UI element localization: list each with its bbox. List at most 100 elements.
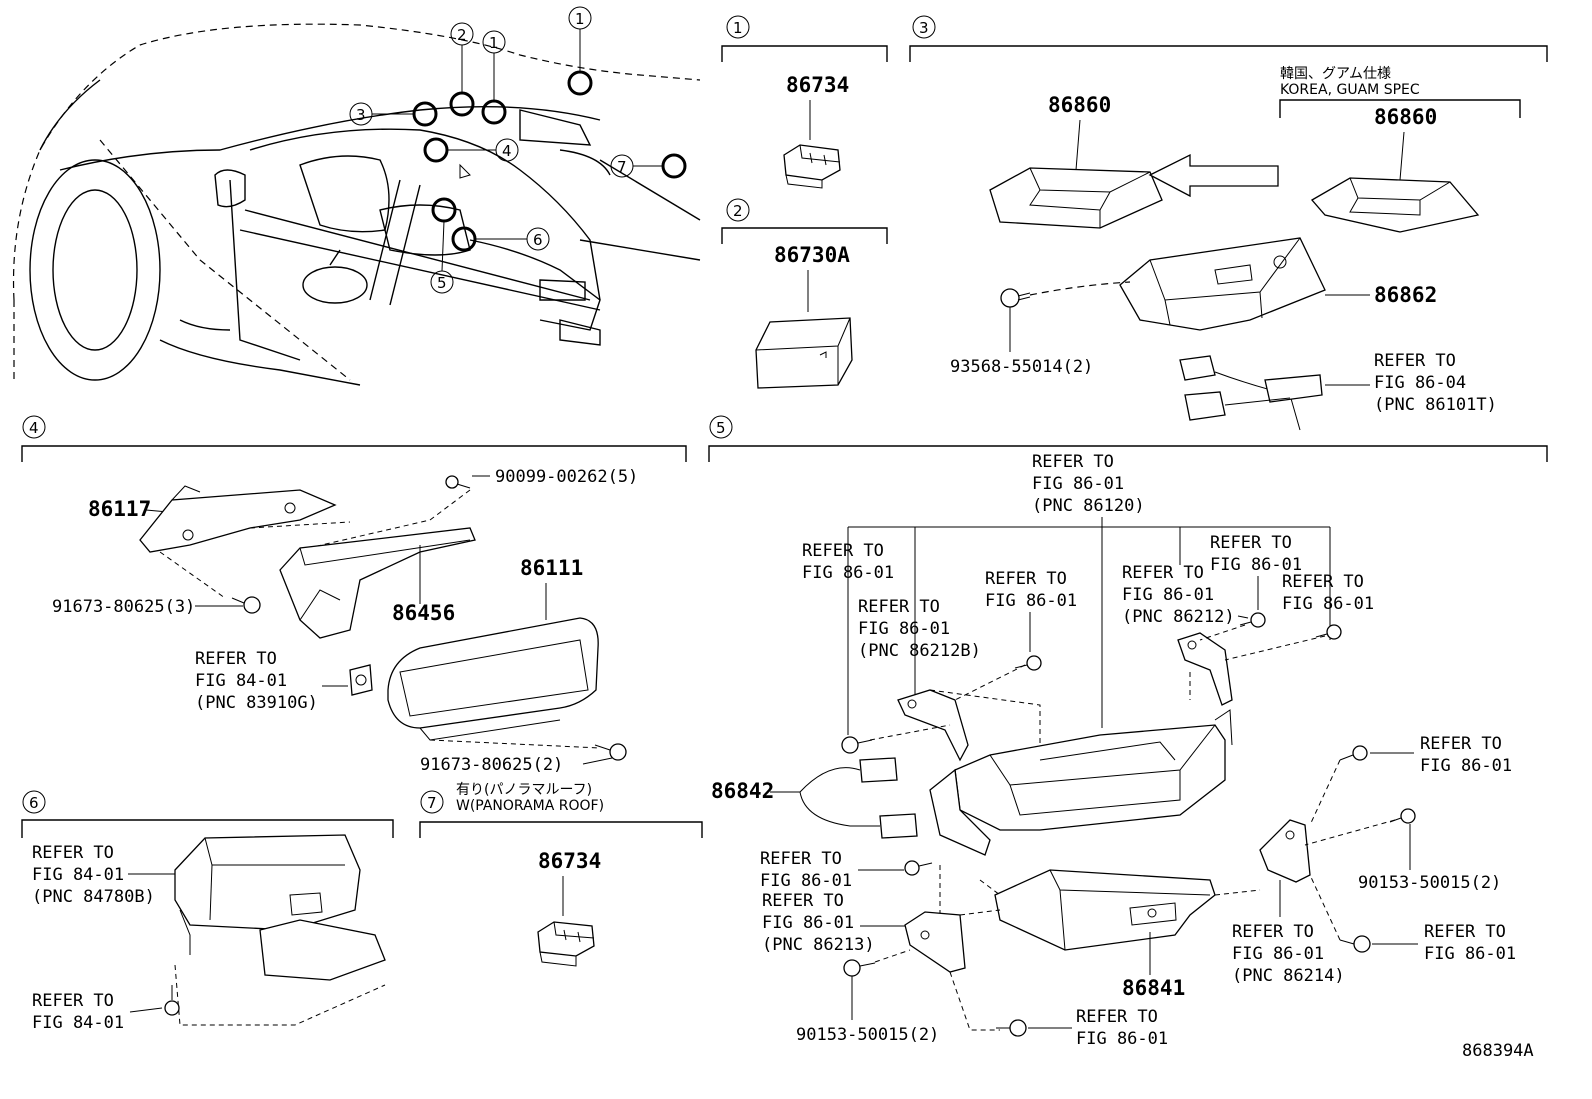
direction-arrow [1148, 153, 1279, 198]
bolt-icon [1339, 745, 1368, 761]
module-part-86860-b [1310, 177, 1480, 233]
switch-part-86734-b [537, 921, 595, 967]
section-3: 3 韓国、グアム仕様 KOREA, GUAM SPEC 86860 86860 [909, 15, 1548, 431]
ref-line: FIG 86-01 [1424, 944, 1516, 964]
bolt-icon [1014, 655, 1042, 671]
section-6: 6 REFER TO FIG 84-01 (PNC 84780B) REFER … [21, 790, 394, 1033]
ref-line: (PNC 86213) [762, 935, 875, 955]
ref-line: REFER TO [858, 597, 940, 617]
bolt-number-93568-55014: 93568-55014(2) [950, 357, 1093, 377]
meter-part-86111 [387, 617, 599, 741]
section-number: 2 [733, 202, 743, 220]
section-number: 1 [733, 19, 743, 37]
callout-number: 5 [437, 274, 447, 292]
vehicle-overview-illustration [12, 23, 701, 386]
part-number-86842: 86842 [711, 779, 774, 803]
ref-line: REFER TO [1374, 351, 1456, 371]
bracket-part-86862 [1119, 237, 1326, 331]
bolt-number-91673-80625-a: 91673-80625(3) [52, 597, 195, 617]
callout-number: 6 [533, 231, 543, 249]
bolt-icon [1339, 935, 1371, 953]
part-number-86111: 86111 [520, 556, 583, 580]
bracket-right-lower [1259, 819, 1311, 883]
bolt-icon [1315, 624, 1342, 640]
figure-id: 868394A [1462, 1041, 1534, 1061]
ref-line: FIG 86-01 [858, 619, 950, 639]
ref-line: REFER TO [195, 649, 277, 669]
ref-line: FIG 86-01 [1232, 944, 1324, 964]
bolt-number-90153-50015-a: 90153-50015(2) [796, 1025, 939, 1045]
ref-line: REFER TO [1282, 572, 1364, 592]
bracket-right-upper [1177, 632, 1233, 706]
ref-line: (PNC 83910G) [195, 693, 318, 713]
callout-number: 1 [575, 10, 585, 28]
section-number: 5 [716, 419, 726, 437]
ref-line: REFER TO [32, 843, 114, 863]
ref-line: (PNC 86101T) [1374, 395, 1497, 415]
ref-line: FIG 84-01 [195, 671, 287, 691]
switch-part-86734 [783, 144, 841, 189]
ref-line: FIG 86-01 [1420, 756, 1512, 776]
ref-line: REFER TO [802, 541, 884, 561]
section-7: 7 有り(パノラマルーフ) W(PANORAMA ROOF) 86734 [419, 782, 703, 967]
bolt-icon [164, 985, 180, 1016]
relay-part-86730A [755, 317, 853, 389]
ref-line: REFER TO [985, 569, 1067, 589]
ref-line: FIG 86-01 [802, 563, 894, 583]
bracket-left-upper [897, 689, 969, 762]
part-number-86841: 86841 [1122, 976, 1185, 1000]
ref-line: REFER TO [760, 849, 842, 869]
ref-line: FIG 86-01 [762, 913, 854, 933]
spec-label-jp: 韓国、グアム仕様 [1280, 66, 1391, 82]
bolt-icon [1239, 612, 1266, 628]
section-1: 1 86734 [721, 15, 888, 189]
ref-line: REFER TO [1424, 922, 1506, 942]
section-5: 5 REFER TO FIG 86-01 (PNC 86120) REFER T… [708, 415, 1548, 1049]
ref-line: FIG 86-01 [1076, 1029, 1168, 1049]
ref-line: REFER TO [1232, 922, 1314, 942]
ref-line: (PNC 86212) [1122, 607, 1235, 627]
ref-line: FIG 86-01 [1032, 474, 1124, 494]
part-number-86117: 86117 [88, 497, 151, 521]
section-number: 6 [29, 794, 39, 812]
ref-line: FIG 86-01 [1210, 555, 1302, 575]
ref-line: REFER TO [1032, 452, 1114, 472]
bolt-icon [843, 959, 876, 977]
part-number-86860-b: 86860 [1374, 105, 1437, 129]
bolt-icon [996, 1019, 1027, 1037]
ref-line: REFER TO [32, 991, 114, 1011]
bolt-icon [841, 736, 873, 754]
ref-line: FIG 86-01 [760, 871, 852, 891]
callout-number: 1 [489, 34, 499, 52]
main-tray-illustration [929, 709, 1233, 856]
part-number-86734: 86734 [786, 73, 849, 97]
ref-line: (PNC 86212B) [858, 641, 981, 661]
section-2: 2 86730A [721, 198, 888, 389]
section-number: 7 [427, 794, 437, 812]
section-number: 3 [919, 19, 929, 37]
spec-label-jp: 有り(パノラマルーフ) [456, 782, 592, 798]
ref-line: FIG 86-01 [985, 591, 1077, 611]
callout-number: 3 [356, 106, 366, 124]
bracket-part-86117 [139, 485, 337, 553]
harness-part-86842 [799, 757, 918, 839]
part-number-86456: 86456 [392, 601, 455, 625]
ref-line: (PNC 86120) [1032, 496, 1145, 516]
bolt-icon [1389, 808, 1416, 824]
ref-line: FIG 86-04 [1374, 373, 1466, 393]
bolt-icon [1000, 288, 1031, 308]
part-number-86734-b: 86734 [538, 849, 601, 873]
module-part-86860-a [989, 167, 1163, 229]
ref-line: FIG 86-01 [1282, 594, 1374, 614]
ref-line: REFER TO [762, 891, 844, 911]
ref-line: FIG 86-01 [1122, 585, 1214, 605]
spec-label-en: W(PANORAMA ROOF) [456, 798, 604, 814]
part-number-86730A: 86730A [774, 243, 850, 267]
wiring-harness-illustration [1179, 355, 1323, 431]
section-number: 4 [29, 419, 39, 437]
screw-icon [445, 475, 471, 489]
ref-line: FIG 84-01 [32, 1013, 124, 1033]
part-number-86862: 86862 [1374, 283, 1437, 307]
bolt-icon [231, 596, 261, 614]
bolt-icon [904, 860, 933, 876]
